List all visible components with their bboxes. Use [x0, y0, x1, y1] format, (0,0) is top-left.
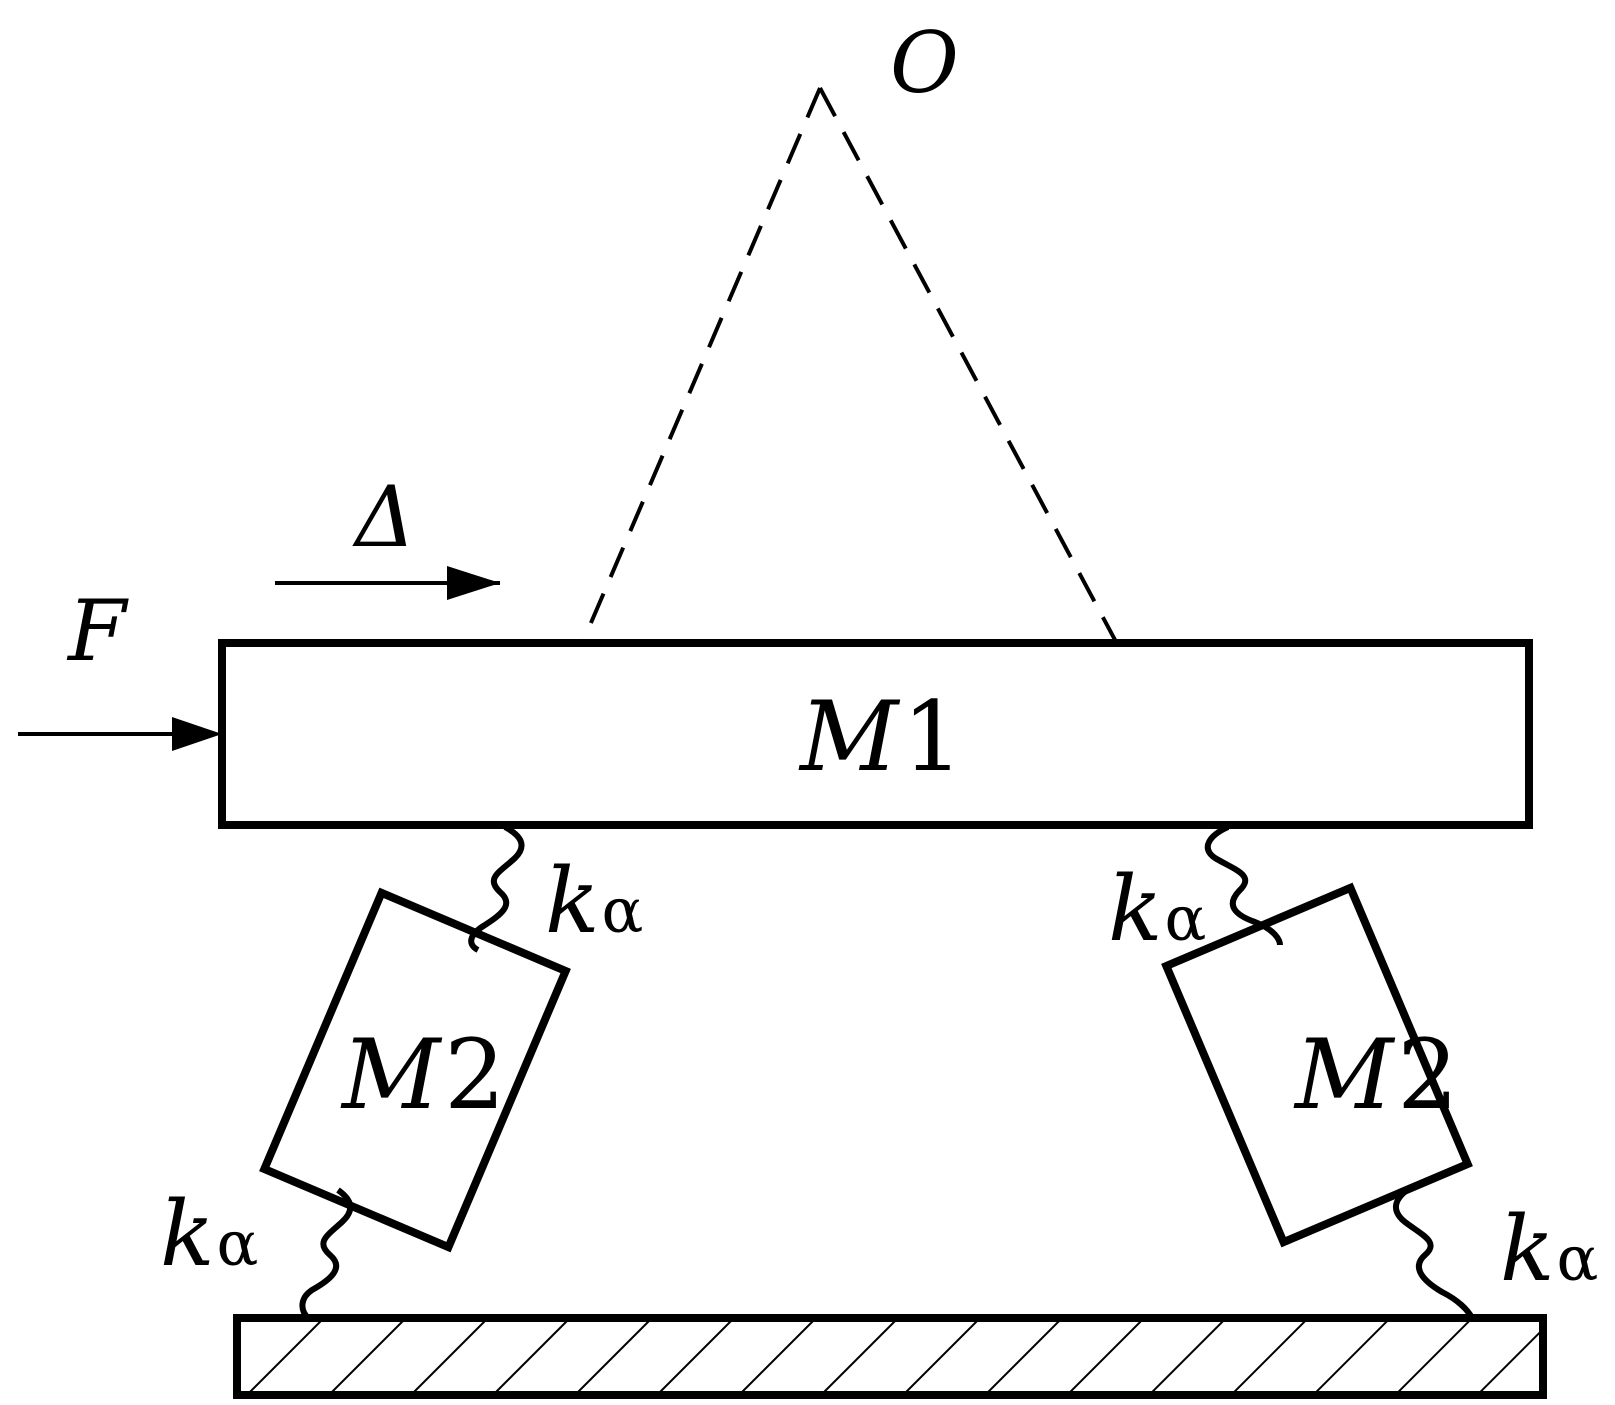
mass-1-label: M1 [798, 681, 963, 793]
spring-upper-right [1204, 824, 1283, 946]
ground-block [233, 1314, 1547, 1399]
spring-label-lower-left: kα [160, 1182, 258, 1287]
mass-1-block [218, 639, 1533, 829]
pivot-label: O [890, 14, 959, 112]
displacement-arrowhead [447, 566, 500, 600]
force-arrowhead [172, 717, 222, 751]
dashed-line-right [818, 87, 1209, 813]
spring-label-lower-right: kα [1500, 1197, 1598, 1302]
spring-upper-left [468, 824, 525, 953]
spring-lower-right [1393, 1185, 1475, 1320]
mass-2-right-block [1161, 882, 1473, 1248]
mass-2-left-label: M2 [340, 1019, 505, 1131]
displacement-label: Δ [352, 468, 416, 566]
force-label: F [66, 582, 129, 680]
spring-label-upper-right: kα [1108, 857, 1206, 962]
spring-lower-left [299, 1187, 354, 1321]
mass-2-right-label: M2 [1293, 1019, 1458, 1131]
spring-label-upper-left: kα [545, 849, 643, 954]
